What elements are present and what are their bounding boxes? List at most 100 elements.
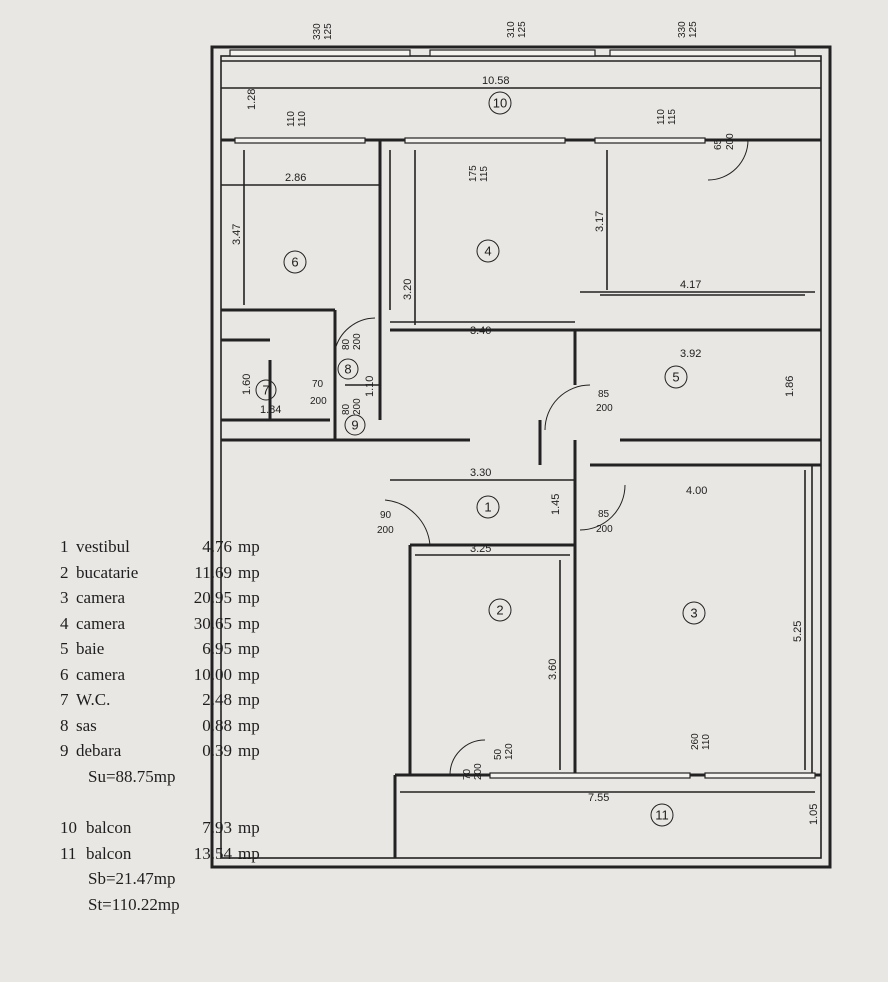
room-circle-3 [682,601,706,625]
opening-110-d: 110 [701,734,712,750]
balcony-11-window-2 [704,772,816,779]
legend-unit: mp [238,843,260,863]
legend-unit: mp [238,664,260,684]
opening-110-a: 110 [286,111,297,127]
room-label-7: 7 [262,383,269,398]
room-circle-6 [283,250,307,274]
opening-110-b: 110 [297,111,308,127]
outer-wall [210,45,832,869]
dim-1-84: 1.84 [260,404,281,416]
dim-3-17: 3.17 [594,211,606,232]
opening-175: 175 [468,165,479,182]
room-circle-4 [476,239,500,263]
legend-name: W.C. [76,690,111,709]
opening-115-b: 115 [479,166,490,182]
legend-name: sas [76,715,97,735]
balcony-10-window-2 [429,49,596,57]
legend-unit: mp [238,588,260,607]
legend-area: 6.95 [202,639,232,658]
room-label-9: 9 [351,418,358,433]
legend-unit: mp [238,715,260,735]
legend-unit: mp [238,818,260,837]
room-circle-9 [344,414,366,436]
legend-name: balcon [86,818,132,837]
legend-num: 8 [60,715,69,735]
legend-name: camera [76,613,126,633]
legend-name: camera [76,588,126,607]
legend-area: 0.39 [202,741,232,760]
legend-num: 5 [60,639,69,658]
opening-260: 260 [690,733,701,750]
legend-area: 30.65 [193,613,232,633]
opening-200-d: 200 [352,398,363,415]
legend-num: 10 [60,818,77,837]
opening-80-b: 80 [341,403,352,415]
room-label-4: 4 [484,244,491,259]
legend-unit: mp [238,613,260,633]
legend-row: 10 balcon 7.93 mp [60,815,260,841]
legend-num: 11 [60,843,77,863]
window-room4b [594,137,706,144]
dim-1-86: 1.86 [784,376,796,397]
legend-num: 9 [60,741,69,760]
dim-3-30: 3.30 [470,467,491,479]
balcony-10-window-3 [609,49,796,57]
balcony-10-window-1 [229,49,411,57]
opening-330-a: 330 [312,23,323,40]
legend-area: 0.88 [202,715,232,735]
legend-unit: mp [238,537,260,556]
room-label-11: 11 [655,808,669,823]
room-circle-11 [650,803,674,827]
opening-200-f: 200 [377,525,394,536]
opening-70-b: 70 [462,768,473,780]
room-label-2: 2 [496,603,503,618]
legend-area: 2.48 [202,690,232,709]
legend-unit: mp [238,562,260,582]
legend-num: 6 [60,664,69,684]
room-label-6: 6 [291,255,298,270]
opening-310: 310 [506,21,517,38]
door-arc-entry [384,499,431,546]
room-label-8: 8 [344,362,351,377]
opening-125-b: 125 [517,21,528,38]
opening-330-b: 330 [677,21,688,38]
door-arc-balcony [707,139,749,181]
dim-3-25: 3.25 [470,543,491,555]
opening-85-a: 85 [598,389,610,400]
room-label-3: 3 [690,606,697,621]
legend-unit: mp [238,690,260,709]
legend-name: baie [76,639,105,658]
legend-unit: mp [238,741,260,760]
opening-110-c: 110 [656,109,667,125]
room-label-10: 10 [493,96,507,111]
legend-name: vestibul [76,537,130,556]
legend-area: 7.93 [202,818,232,837]
room-circle-2 [488,598,512,622]
opening-200-a: 200 [725,133,736,150]
opening-115-a: 115 [667,109,678,125]
dim-1-60: 1.60 [241,374,253,395]
opening-50: 50 [493,748,504,760]
door-arc-bath [544,384,591,431]
window-room6 [234,137,366,144]
opening-200-e: 200 [596,403,613,414]
legend-name: balcon [86,843,132,863]
legend-name: camera [76,664,126,684]
dim-4-17: 4.17 [680,279,701,291]
legend-area: 11.69 [194,562,232,582]
legend-num: 3 [60,588,69,607]
room-circle-1 [476,495,500,519]
dim-3-92: 3.92 [680,348,701,360]
opening-125-a: 125 [323,23,334,40]
window-room4 [404,137,566,144]
dim-1-28: 1.28 [246,89,258,110]
dim-3-47: 3.47 [231,224,243,245]
